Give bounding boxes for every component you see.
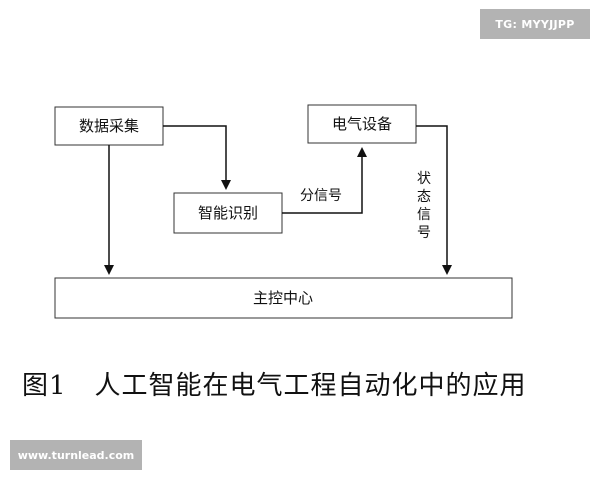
node-data-collection [54,106,164,146]
arrow-recognition-to-equipment [282,147,367,214]
caption-number: 图1 [22,371,67,401]
arrow-equipment-to-center [416,125,452,275]
label-main-control-center: 主控中心 [253,289,313,307]
watermark-top: TG: MYYJJPP [480,9,590,39]
label-split-signal: 分信号 [300,188,342,204]
figure-caption: 图1 人工智能在电气工程自动化中的应用 [22,364,592,408]
caption-text: 人工智能在电气工程自动化中的应用 [94,371,527,401]
node-main-control-center [54,277,513,319]
label-data-collection: 数据采集 [79,117,139,135]
node-electrical-equipment [307,104,417,144]
label-status-signal-char-1: 状 [417,171,431,187]
label-status-signal-char-4: 号 [417,225,431,241]
label-electrical-equipment: 电气设备 [332,115,392,133]
watermark-bottom: www.turnlead.com [10,440,142,470]
label-status-signal-char-2: 态 [417,189,431,205]
node-intelligent-recognition [173,192,283,234]
arrow-collection-to-recognition [163,125,231,190]
label-status-signal-char-3: 信 [417,207,431,223]
label-intelligent-recognition: 智能识别 [198,204,258,222]
